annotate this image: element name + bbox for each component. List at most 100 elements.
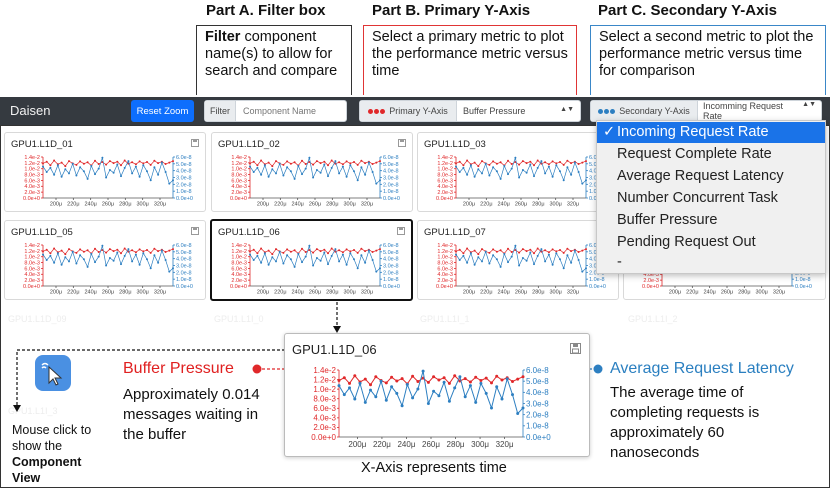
secondary-data-point: [411, 396, 415, 400]
right-tick-label: 3.0e-8: [526, 399, 549, 408]
x-tick-label: 280μ: [532, 202, 544, 208]
save-icon[interactable]: [191, 227, 199, 235]
primary-data-point: [252, 160, 255, 163]
secondary-data-point: [42, 253, 44, 256]
secondary-data-point: [142, 252, 145, 255]
left-tick-label: 6.0e-3: [313, 404, 336, 413]
secondary-data-point: [458, 259, 461, 261]
left-tick-label: 8.0e-3: [24, 172, 40, 178]
save-icon[interactable]: [570, 343, 581, 354]
primary-metric-desc: Approximately 0.014 messages waiting in …: [123, 386, 260, 443]
left-tick-label: 6.0e-3: [231, 178, 247, 184]
dropdown-option[interactable]: Pending Request Out: [617, 234, 756, 250]
primary-axis-select[interactable]: Buffer Pressure ▲▼: [457, 106, 580, 116]
secondary-data-point: [149, 267, 152, 270]
dropdown-option[interactable]: Buffer Pressure: [617, 212, 718, 228]
secondary-data-point: [304, 255, 307, 258]
primary-data-point: [570, 250, 573, 253]
secondary-data-point: [301, 261, 303, 264]
left-tick-label: 4.0e-3: [24, 272, 40, 278]
secondary-data-point: [267, 175, 270, 178]
left-tick-label: 8.0e-3: [313, 395, 336, 404]
secondary-series-line: [249, 244, 381, 273]
primary-data-point: [75, 163, 78, 166]
dropdown-option[interactable]: Average Request Latency: [617, 168, 784, 184]
primary-data-point: [559, 161, 561, 163]
save-icon[interactable]: [398, 139, 406, 147]
save-icon[interactable]: [191, 139, 199, 147]
secondary-data-point: [90, 164, 93, 167]
reset-zoom-button[interactable]: Reset Zoom: [131, 100, 194, 122]
primary-data-point: [492, 160, 495, 163]
secondary-data-point: [127, 248, 130, 251]
secondary-axis-select[interactable]: Incomming Request Rate ▲▼: [698, 101, 821, 121]
secondary-data-point: [101, 244, 104, 247]
dropdown-option[interactable]: ✓Incoming Request Rate: [597, 122, 825, 143]
primary-data-point: [473, 161, 476, 164]
primary-data-point: [411, 374, 415, 378]
primary-data-point: [319, 250, 322, 253]
secondary-data-point: [327, 263, 329, 266]
left-tick-label: 1.2e-2: [231, 161, 247, 167]
primary-data-point: [416, 380, 420, 383]
secondary-data-point: [108, 257, 111, 259]
primary-data-point: [134, 251, 137, 254]
secondary-data-point: [477, 168, 480, 171]
secondary-data-point: [146, 258, 148, 261]
secondary-data-point: [518, 176, 521, 179]
primary-data-point: [507, 247, 509, 250]
secondary-data-point: [56, 252, 59, 255]
primary-data-point: [525, 250, 528, 253]
right-tick-label: 1.0e-8: [526, 422, 549, 431]
dropdown-option[interactable]: Request Complete Rate: [617, 146, 772, 162]
left-tick-label: 1.2e-2: [437, 249, 453, 255]
save-icon[interactable]: [397, 227, 405, 235]
primary-data-point: [116, 248, 119, 251]
primary-data-point: [123, 247, 126, 250]
secondary-data-point: [345, 175, 348, 178]
dropdown-option[interactable]: -: [617, 254, 622, 270]
primary-data-point: [507, 159, 509, 162]
x-tick-label: 220μ: [373, 440, 391, 449]
primary-data-point: [157, 162, 160, 165]
left-tick-label: 1.4e-2: [437, 243, 453, 249]
primary-data-point: [390, 375, 394, 379]
part-c-box: Select a second metric to plot the perfo…: [590, 25, 826, 95]
secondary-data-point: [282, 174, 285, 177]
right-tick-label: 1.0e-8: [176, 189, 192, 195]
secondary-data-point: [120, 263, 122, 266]
x-tick-label: 240μ: [497, 202, 509, 208]
secondary-data-point: [123, 254, 126, 257]
primary-data-point: [82, 162, 85, 165]
filter-input[interactable]: [241, 105, 340, 117]
secondary-data-point: [426, 402, 430, 405]
right-tick-label: 4.0e-8: [383, 257, 399, 263]
primary-data-point: [97, 163, 100, 165]
secondary-data-point: [97, 167, 100, 170]
primary-data-point: [375, 161, 378, 164]
secondary-data-point: [367, 161, 370, 164]
primary-data-point: [555, 250, 558, 253]
secondary-data-point: [293, 177, 296, 180]
dropdown-option[interactable]: Number Concurrent Task: [617, 190, 778, 206]
left-tick-label: 0.0e+0: [436, 284, 453, 290]
primary-data-point: [282, 163, 285, 166]
primary-data-point: [146, 161, 148, 163]
card-chart: 1.4e-21.2e-21.0e-28.0e-36.0e-34.0e-32.0e…: [23, 155, 193, 208]
secondary-data-point: [149, 179, 152, 182]
primary-data-point: [338, 249, 341, 252]
secondary-data-point: [97, 255, 100, 258]
secondary-data-point: [79, 166, 82, 169]
ghost-card-title: GPU1.L1I_1: [420, 314, 470, 324]
secondary-data-point: [374, 395, 378, 399]
secondary-data-point: [293, 265, 296, 268]
secondary-data-point: [453, 386, 457, 390]
secondary-data-point: [499, 177, 502, 180]
secondary-data-point: [505, 377, 509, 381]
secondary-data-point: [71, 162, 74, 165]
